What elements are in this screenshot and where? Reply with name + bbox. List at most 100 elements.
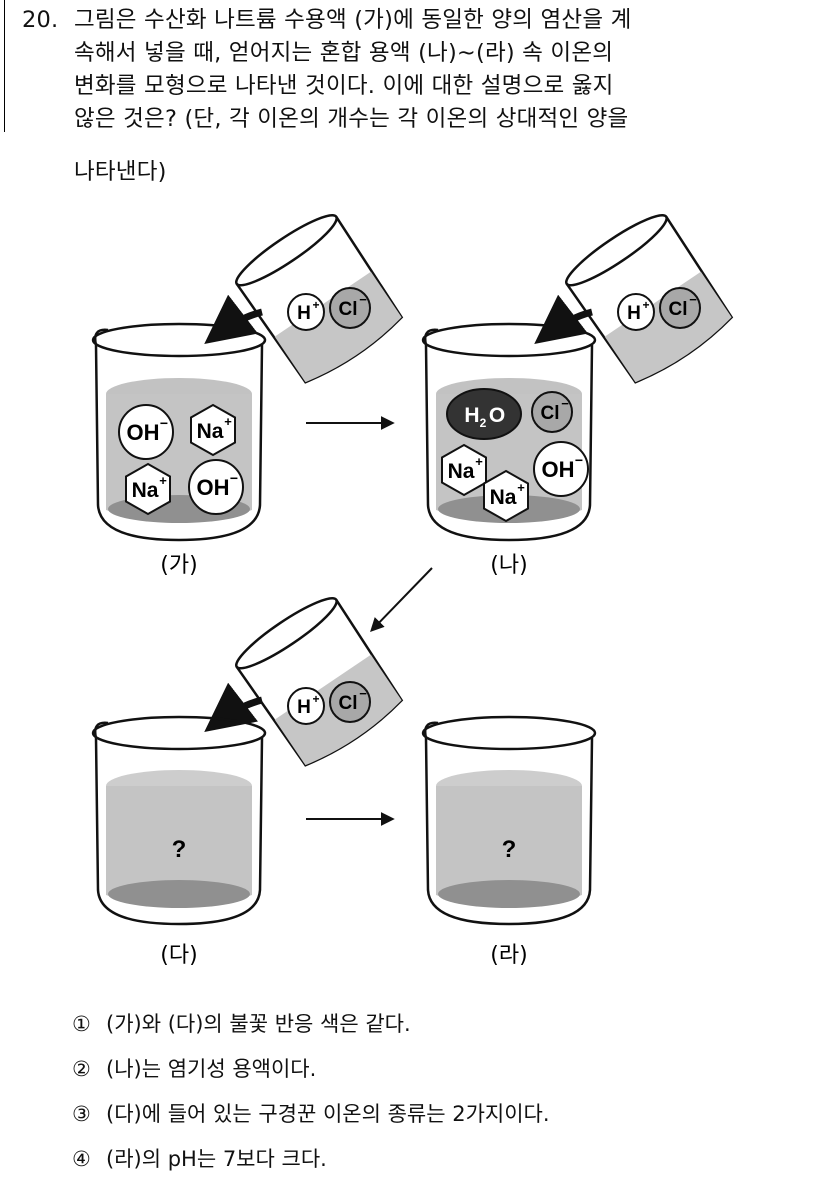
left-margin-rule [4, 0, 5, 132]
solution-bottom [108, 880, 250, 908]
solution [106, 786, 252, 908]
svg-text:O: O [489, 404, 505, 427]
pouring-beaker-hcl [235, 214, 404, 384]
choice-3[interactable]: ③ (다)에 들어 있는 구경꾼 이온의 종류는 2가지이다. [72, 1092, 550, 1137]
beaker-outline [424, 721, 594, 926]
chloride-ion: Cl − [329, 681, 371, 723]
hydrogen-ion: H + [287, 687, 325, 725]
hydrogen-ion: H + [287, 293, 325, 331]
svg-text:H: H [297, 697, 311, 718]
beaker-rim [91, 322, 267, 358]
svg-text:−: − [359, 292, 367, 307]
beaker-outline [94, 721, 264, 926]
svg-text:+: + [312, 298, 319, 312]
pouring-beaker-hcl [235, 597, 404, 767]
svg-text:OH: OH [542, 457, 575, 482]
question-line: 않은 것은? (단, 각 이온의 개수는 각 이온의 상대적인 양을 [74, 106, 629, 132]
svg-text:−: − [230, 470, 238, 486]
svg-text:−: − [575, 452, 583, 468]
beaker-rim [421, 715, 597, 751]
unknown-mark: ? [172, 836, 187, 863]
choice-mark: ② [72, 1057, 91, 1081]
beaker-ga: OH − Na + Na + OH − (가) [91, 322, 267, 578]
chloride-ion: Cl − [659, 287, 701, 329]
sodium-ion: Na + [441, 444, 487, 496]
hydroxide-ion: OH − [533, 441, 589, 497]
beaker-label: (가) [160, 553, 197, 578]
svg-text:H: H [297, 303, 311, 324]
chloride-ion: Cl − [329, 287, 371, 329]
question-line: 속해서 넣을 때, 얻어지는 혼합 용액 (나)~(라) 속 이온의 [74, 40, 614, 66]
beaker-rim [91, 715, 267, 751]
pour-arrow [204, 682, 263, 732]
beaker-rim [235, 597, 338, 670]
solution [274, 271, 402, 383]
choice-text: (라)의 pH는 7보다 크다. [106, 1147, 327, 1171]
choice-1[interactable]: ① (가)와 (다)의 불꽃 반응 색은 같다. [72, 1002, 550, 1047]
svg-text:Cl: Cl [339, 299, 358, 320]
choice-mark: ④ [72, 1147, 91, 1171]
solution-bottom [438, 880, 580, 908]
unknown-mark: ? [502, 836, 517, 863]
svg-text:H: H [464, 404, 479, 427]
sodium-ion: Na + [483, 470, 529, 522]
svg-text:+: + [159, 473, 167, 488]
pour-arrow [534, 294, 593, 344]
svg-text:+: + [517, 480, 525, 495]
solution [436, 786, 582, 908]
svg-text:OH: OH [197, 475, 230, 500]
water-molecule: H 2 O [446, 388, 522, 440]
svg-text:H: H [627, 303, 641, 324]
svg-text:+: + [642, 298, 649, 312]
hydroxide-ion: OH − [188, 459, 244, 515]
svg-text:Na: Na [132, 479, 159, 502]
choice-4[interactable]: ④ (라)의 pH는 7보다 크다. [72, 1137, 550, 1182]
beaker-rim [565, 214, 668, 287]
beaker-label: (라) [490, 943, 527, 968]
beaker-rim [235, 214, 338, 287]
step-arrow [370, 567, 433, 633]
svg-text:−: − [561, 396, 569, 411]
svg-text:Na: Na [448, 460, 475, 483]
answer-choices: ①(가)와 (다)의 불꽃 반응 색은 같다. ②(나)는 염기성 용액이다. … [72, 1002, 550, 1182]
svg-text:−: − [359, 686, 367, 701]
pouring-beaker-hcl [565, 214, 734, 384]
question-line: 나타낸다) [74, 159, 167, 185]
svg-text:Cl: Cl [339, 693, 358, 714]
svg-text:+: + [312, 692, 319, 706]
beaker-outline [94, 328, 264, 542]
hydroxide-ion: OH − [118, 404, 174, 460]
svg-text:Cl: Cl [669, 299, 688, 320]
svg-text:−: − [160, 415, 168, 431]
beaker-rim [421, 322, 597, 358]
svg-text:Na: Na [490, 486, 517, 509]
beaker-label: (나) [490, 553, 527, 578]
sodium-ion: Na + [190, 404, 236, 456]
neutralization-figure: OH − Na + Na + OH − (가) H + Cl − [91, 214, 734, 968]
question-line: 변화를 모형으로 나타낸 것이다. 이에 대한 설명으로 옳지 [74, 73, 614, 99]
beaker-label: (다) [160, 943, 197, 968]
choice-text: (가)와 (다)의 불꽃 반응 색은 같다. [106, 1012, 411, 1036]
beaker-ra: ? (라) [421, 715, 597, 968]
beaker-na: H 2 O Cl − Na + Na + OH − (나) [421, 322, 597, 578]
svg-text:+: + [475, 454, 483, 469]
question-number: 20. [22, 7, 59, 33]
sodium-ion: Na + [125, 463, 171, 515]
svg-text:OH: OH [127, 420, 160, 445]
choice-text: (나)는 염기성 용액이다. [106, 1057, 317, 1081]
choice-text: (다)에 들어 있는 구경꾼 이온의 종류는 2가지이다. [106, 1102, 550, 1126]
svg-text:Na: Na [197, 420, 224, 443]
choice-mark: ① [72, 1012, 91, 1036]
chloride-ion: Cl − [531, 391, 573, 433]
svg-text:+: + [224, 414, 232, 429]
choice-mark: ③ [72, 1102, 91, 1126]
solution [604, 271, 732, 383]
pour-arrow [204, 294, 263, 344]
hydrogen-ion: H + [617, 293, 655, 331]
question-line: 그림은 수산화 나트륨 수용액 (가)에 동일한 양의 염산을 계 [74, 7, 632, 33]
svg-text:−: − [689, 292, 697, 307]
beaker-da: ? (다) [91, 715, 267, 968]
beaker-outline [424, 328, 594, 542]
svg-text:Cl: Cl [541, 403, 560, 424]
choice-2[interactable]: ② (나)는 염기성 용액이다. [72, 1047, 550, 1092]
